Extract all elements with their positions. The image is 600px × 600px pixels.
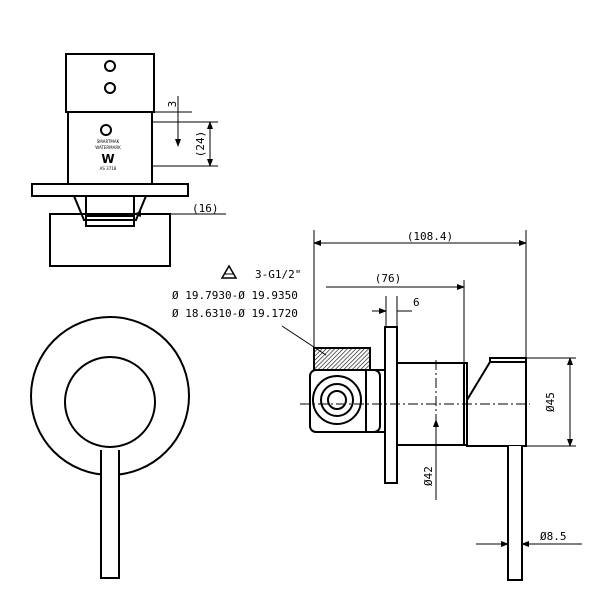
valve-housing — [49, 213, 171, 267]
logo-text-3: AS 3718 — [100, 166, 117, 171]
dim-handle-dia-label: Ø45 — [544, 392, 557, 412]
logo-mark-icon — [100, 124, 112, 136]
logo-mark-w: W — [101, 152, 114, 166]
inlet-ring-inner — [320, 383, 354, 417]
triangle-icon — [220, 264, 238, 279]
valve-spindle — [85, 195, 135, 227]
diameter-spec-1: Ø 19.7930-Ø 19.9350 — [172, 289, 298, 302]
dim-height-label: (24) — [194, 131, 207, 158]
dim-body-label: (76) — [375, 272, 402, 285]
watermark-logo: SMARTMAK WATERMARK W AS 3718 — [95, 124, 121, 171]
flange-neck — [73, 195, 147, 221]
dim-body-dia-label: Ø42 — [422, 466, 435, 486]
dim-overall-label: (108.4) — [407, 230, 453, 243]
dim-gap-label: 3 — [166, 101, 179, 108]
diameter-spec-2: Ø 18.6310-Ø 19.1720 — [172, 307, 298, 320]
front-view — [30, 316, 190, 579]
lever-arm — [100, 450, 120, 579]
side-wall-plate — [384, 326, 398, 484]
cap-hole-bottom — [104, 82, 116, 94]
cartridge-collar — [365, 369, 386, 433]
top-view — [31, 53, 189, 267]
side-view-dimensions — [281, 230, 582, 547]
wall-plate — [31, 183, 189, 197]
dim-flange-label: (16) — [192, 202, 219, 215]
dim-nut-label: 6 — [413, 296, 420, 309]
handle-hub — [64, 356, 156, 448]
cap-hole-top — [104, 60, 116, 72]
logo-text-1: SMARTMAK — [97, 139, 120, 144]
side-view — [309, 326, 527, 581]
side-lever — [507, 446, 523, 581]
logo-text-2: WATERMARK — [95, 145, 121, 150]
thread-spec-label: 3-G1/2" — [255, 268, 301, 281]
dim-lever-dia-label: Ø8.5 — [540, 530, 567, 543]
inlet-ring-outer — [312, 375, 362, 425]
top-view-dimensions — [133, 96, 226, 217]
thread-leader — [281, 325, 327, 356]
side-handle — [466, 357, 527, 447]
inlet-bore — [327, 390, 347, 410]
